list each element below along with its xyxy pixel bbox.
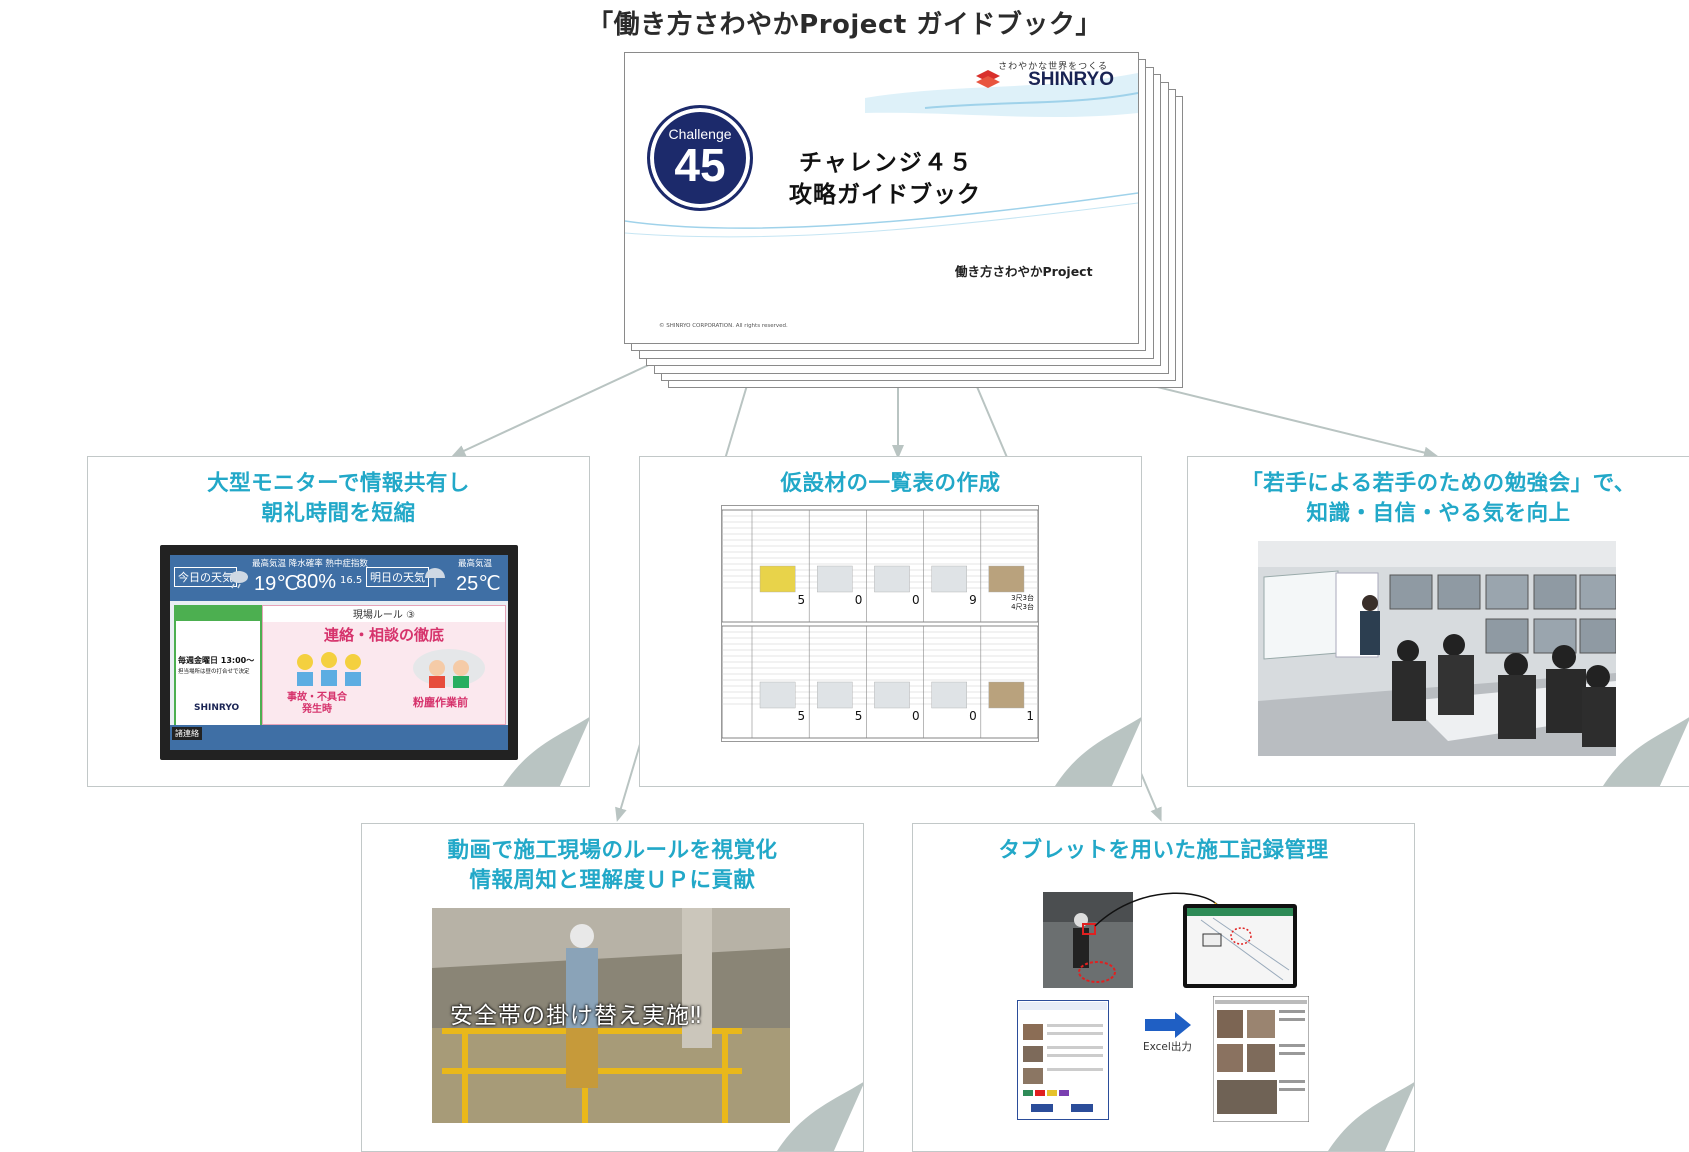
page-curl-icon (775, 1082, 863, 1151)
notice-tag: 諸連絡 (172, 727, 202, 740)
equipment-photo (816, 565, 853, 593)
schedule-brand: SHINRYO (194, 703, 240, 713)
weather-bar: 今日の天気 最高気温 降水確率 熱中症指数 19℃ 80% 16.5 明日の天気… (170, 555, 508, 601)
page-curl-icon (1326, 1082, 1414, 1151)
challenge-word: Challenge (668, 126, 732, 142)
construction-scene-image (432, 908, 790, 1123)
equipment-count: 5 (855, 709, 863, 723)
rule-panel: 現場ルール ③ 連絡・相談の徹底 (262, 605, 506, 725)
equipment-count: 4尺3台 (1011, 602, 1034, 611)
equipment-photo (759, 681, 796, 709)
arrow-right-icon (1145, 1012, 1191, 1038)
wave-decoration (625, 73, 1138, 238)
tablet-form-image (1017, 1000, 1109, 1120)
rule-header: 現場ルール ③ (263, 606, 505, 622)
umbrella-icon (425, 568, 445, 587)
today-temp: 19℃ (254, 573, 299, 595)
equipment-photo (816, 681, 853, 709)
equipment-count: 0 (969, 709, 977, 723)
tomorrow-top-label: 最高気温 (458, 559, 493, 569)
page-curl-icon (1601, 717, 1689, 786)
card-tablet-records: タブレットを用いた施工記録管理 Exce (912, 823, 1415, 1152)
card-title-line2: 朝礼時間を短縮 (261, 501, 416, 526)
equipment-photo (988, 681, 1025, 709)
card-large-monitor: 大型モニターで情報共有し 朝礼時間を短縮 今日の天気 最高気温 降水確率 熱中症… (87, 456, 590, 787)
challenge-45-badge: Challenge 45 (647, 105, 753, 211)
connector-to-card-1 (451, 361, 656, 457)
equipment-count: 5 (798, 593, 806, 607)
excel-output-label: Excel出力 (1143, 1041, 1192, 1053)
shinryo-logo-icon (976, 70, 1000, 88)
card-title-line2: 情報周知と理解度ＵＰに貢献 (469, 868, 756, 893)
equipment-count: 9 (969, 593, 977, 607)
monitor-image: 今日の天気 最高気温 降水確率 熱中症指数 19℃ 80% 16.5 明日の天気… (160, 545, 518, 760)
rule-left-text: 事故・不具合 発生時 (287, 692, 347, 715)
equipment-count: 5 (798, 709, 806, 723)
book-title-line2: 攻略ガイドブック (789, 182, 981, 208)
schedule-text: 毎週金曜日 13:00～ (178, 656, 255, 665)
equipment-photo (759, 565, 796, 593)
monitor-screen: 今日の天気 最高気温 降水確率 熱中症指数 19℃ 80% 16.5 明日の天気… (170, 555, 508, 750)
rule-left-caption: 事故・不具合 発生時 (287, 692, 347, 716)
notice-bar: 諸連絡 (170, 725, 508, 750)
card-title-line2: 知識・自信・やる気を向上 (1306, 501, 1571, 526)
schedule-panel: 毎週金曜日 13:00～ 担当場所は昼の打合せで決定 SHINRYO (174, 605, 262, 727)
schedule-note: 担当場所は昼の打合せで決定 (178, 669, 250, 675)
equipment-photo (874, 681, 910, 709)
book-copyright: © SHINRYO CORPORATION. All rights reserv… (659, 323, 788, 329)
video-frame: 安全帯の掛け替え実施‼ (432, 908, 790, 1123)
equipment-count: 0 (855, 593, 863, 607)
card-video-rules: 動画で施工現場のルールを視覚化 情報周知と理解度ＵＰに貢献 安全帯の掛け替え実施… (361, 823, 864, 1152)
page-curl-icon (501, 717, 589, 786)
rule-title: 連絡・相談の徹底 (323, 626, 444, 644)
equipment-photo (874, 565, 910, 593)
seminar-scene-image (1258, 541, 1616, 756)
workers-illustration-icon (297, 652, 361, 686)
equipment-count: 0 (912, 709, 920, 723)
equipment-photo (931, 565, 968, 593)
card-study-session: 「若手による若手のための勉強会」で、 知識・自信・やる気を向上 (1187, 456, 1689, 787)
humidity: 80% (296, 571, 337, 593)
card-title-line1: 動画で施工現場のルールを視覚化 (447, 838, 778, 863)
tomorrow-temp: 25℃ (456, 573, 501, 595)
weather-top-labels: 最高気温 降水確率 熱中症指数 (252, 559, 368, 569)
page-curl-icon (1053, 717, 1141, 786)
excel-report-image (1213, 996, 1309, 1122)
cloud-rain-icon (230, 571, 248, 589)
seminar-photo (1258, 541, 1616, 756)
main-title: 「働き方さわやかProject ガイドブック」 (587, 10, 1102, 40)
book-subtitle: 働き方さわやかProject (955, 264, 1093, 279)
book-title-line1: チャレンジ４５ (799, 150, 974, 176)
equipment-count: 0 (912, 593, 920, 607)
video-caption: 安全帯の掛け替え実施‼ (450, 1003, 703, 1029)
field-to-tablet-image (1043, 892, 1297, 988)
brand-slogan: さわやかな世界をつくる (998, 62, 1108, 72)
card-title-line1: 「若手による若手のための勉強会」で、 (1241, 471, 1636, 496)
rule-right-caption: 粉塵作業前 (413, 696, 468, 709)
equipment-photo (988, 565, 1025, 593)
equipment-count: 1 (1026, 709, 1034, 723)
brand-name: SHINRYO (1028, 69, 1114, 90)
card-title-line1: 大型モニターで情報共有し (207, 471, 470, 496)
card-title-line1: タブレットを用いた施工記録管理 (998, 838, 1329, 863)
equipment-photo (931, 681, 968, 709)
tomorrow-weather-label: 明日の天気 (366, 567, 429, 587)
challenge-number: 45 (674, 139, 726, 191)
card-title-line1: 仮設材の一覧表の作成 (780, 471, 1001, 496)
dust-workers-illustration-icon (413, 649, 485, 688)
guide-book-cover: さわやかな世界をつくる SHINRYO Challenge 45 チャレンジ４５… (624, 52, 1139, 344)
equipment-count: 3尺3台 (1011, 593, 1034, 602)
heat-index: 16.5 (340, 575, 363, 586)
